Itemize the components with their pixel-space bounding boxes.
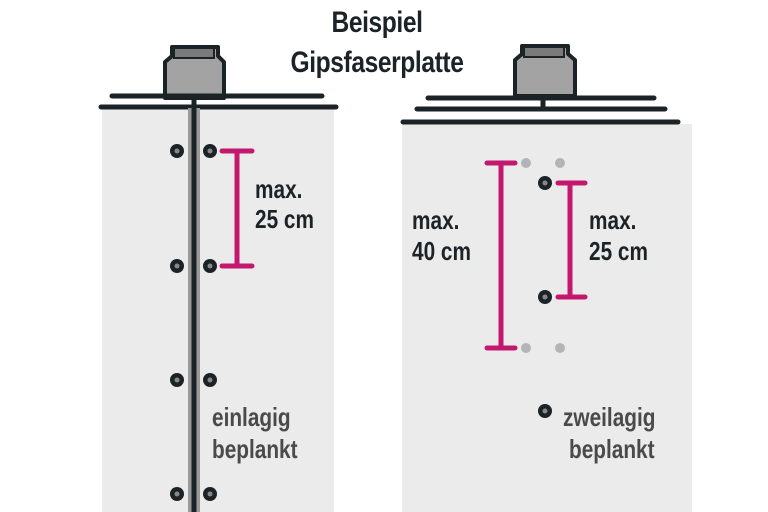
right-inner-measure-label-line2: 25 cm (589, 236, 648, 266)
right-caption-line1: zweilagig (563, 402, 656, 432)
right-outer-measure-label-line1: max. (412, 205, 460, 235)
right-caption-line2: beplankt (569, 434, 655, 464)
left-ud-profile-icon (163, 45, 226, 100)
diagram-title-line1: Beispiel (331, 6, 423, 39)
left-board-single-layer (102, 108, 334, 512)
left-measure-bracket (219, 148, 255, 269)
right-outer-measure-bracket (484, 160, 518, 351)
left-measure-label-line2: 25 cm (255, 204, 314, 234)
right-outer-measure-label-line2: 40 cm (412, 236, 471, 266)
right-inner-measure-label-line1: max. (589, 205, 637, 235)
left-measure-label-line1: max. (255, 174, 303, 204)
right-ud-profile-icon (513, 44, 577, 98)
left-screws (170, 144, 217, 501)
left-caption-line1: einlagig (212, 402, 291, 432)
right-screws-first-layer (521, 158, 565, 353)
left-caption-line2: beplankt (212, 434, 298, 464)
right-screws-second-layer (538, 176, 552, 418)
right-inner-measure-bracket (555, 180, 588, 300)
diagram-title-line2: Gipsfaserplatte (290, 46, 464, 79)
